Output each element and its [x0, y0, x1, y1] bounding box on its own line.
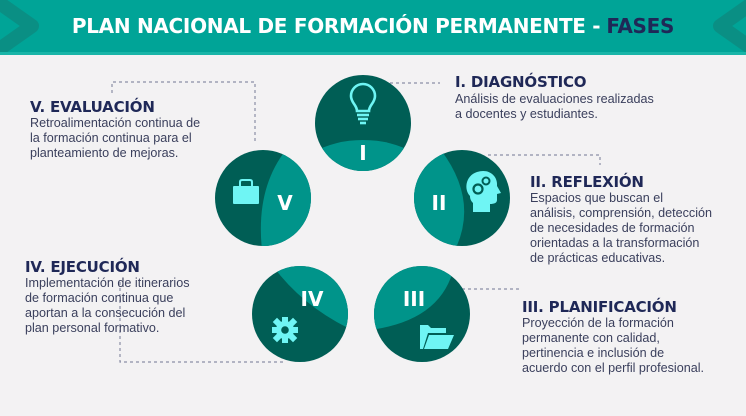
- desc-line: de prácticas educativas.: [530, 251, 666, 265]
- numeral-2: II: [432, 191, 447, 215]
- phase-title-5: V. EVALUACIÓN: [30, 98, 155, 116]
- desc-line: la formación continua para el: [30, 131, 192, 145]
- desc-line: Implementación de itinerarios: [25, 276, 190, 290]
- phase-title-2: II. REFLEXIÓN: [530, 173, 644, 191]
- desc-line: a docentes y estudiantes.: [455, 107, 598, 121]
- desc-line: pertinencia e inclusión de: [522, 346, 665, 360]
- phase-circle-2: [414, 150, 510, 246]
- desc-line: de necesidades de formación: [530, 221, 695, 235]
- chevron-right-decoration-icon: [0, 0, 39, 52]
- phase-desc-3: Proyección de la formación permanente co…: [522, 316, 704, 376]
- phase-desc-1: Análisis de evaluaciones realizadas a do…: [455, 92, 654, 122]
- phase-circle-4: [252, 266, 348, 362]
- desc-line: Análisis de evaluaciones realizadas: [455, 92, 654, 106]
- briefcase-icon: [233, 179, 259, 204]
- desc-line: de formación continua que: [25, 291, 174, 305]
- phase-title-1: I. DIAGNÓSTICO: [455, 73, 587, 91]
- numeral-5: V: [277, 191, 293, 215]
- phase-title-4: IV. EJECUCIÓN: [25, 258, 140, 276]
- phase-circle-5: [215, 150, 311, 246]
- chevron-left-decoration-icon: [713, 0, 746, 52]
- desc-line: análisis, comprensión, detección: [530, 206, 713, 220]
- desc-line: permanente con calidad,: [522, 331, 660, 345]
- title-accent: FASES: [606, 14, 675, 38]
- header-banner: PLAN NACIONAL DE FORMACIÓN PERMANENTE - …: [0, 0, 746, 52]
- phase-title-3: III. PLANIFICACIÓN: [522, 298, 677, 316]
- phase-circle-3: [374, 266, 470, 362]
- page-title: PLAN NACIONAL DE FORMACIÓN PERMANENTE - …: [0, 0, 746, 52]
- dashed-connectors: [111, 81, 601, 363]
- desc-line: aportan a la consecución del: [25, 306, 186, 320]
- phase-desc-4: Implementación de itinerarios de formaci…: [25, 276, 190, 336]
- head-gears-icon: [466, 170, 501, 212]
- gear-icon: [272, 317, 298, 343]
- phase-desc-2: Espacios que buscan el análisis, compren…: [530, 191, 712, 266]
- desc-line: Espacios que buscan el: [530, 191, 664, 205]
- desc-line: plan personal formativo.: [25, 321, 160, 335]
- lightbulb-icon: [349, 82, 377, 125]
- folder-icon: [420, 325, 454, 349]
- desc-line: Proyección de la formación: [522, 316, 674, 330]
- header-divider: [0, 52, 746, 55]
- numeral-4: IV: [301, 287, 324, 311]
- desc-line: orientadas a la transformación: [530, 236, 700, 250]
- phase-desc-5: Retroalimentación continua de la formaci…: [30, 116, 200, 161]
- desc-line: Retroalimentación continua de: [30, 116, 201, 130]
- numeral-3: III: [403, 287, 425, 311]
- desc-line: acuerdo con el perfil profesional.: [522, 361, 705, 375]
- title-main: PLAN NACIONAL DE FORMACIÓN PERMANENTE -: [71, 14, 601, 38]
- desc-line: planteamiento de mejoras.: [30, 146, 179, 160]
- numeral-1: I: [359, 141, 366, 165]
